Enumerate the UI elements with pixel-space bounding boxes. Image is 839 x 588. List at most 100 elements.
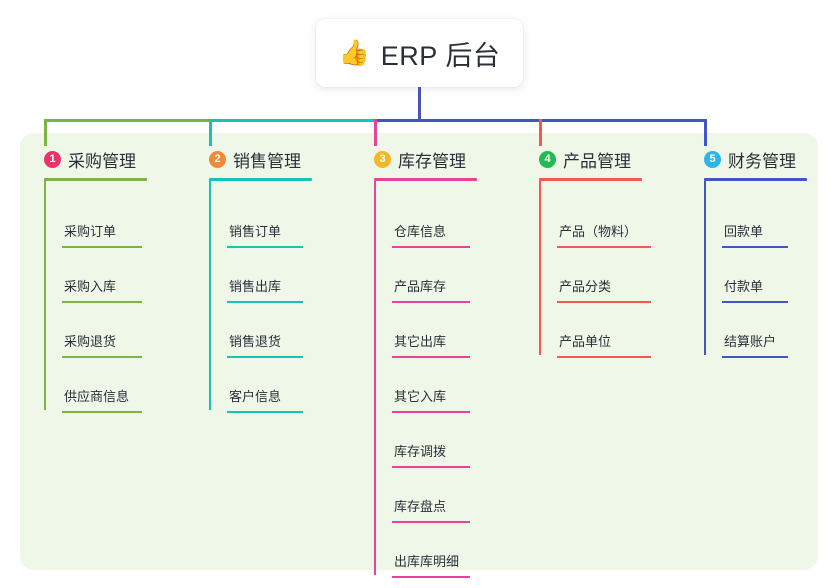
branch-title: 产品管理 xyxy=(563,151,631,171)
leaf-underline xyxy=(392,356,470,358)
leaf-label: 出库库明细 xyxy=(394,554,460,569)
leaf-label: 产品单位 xyxy=(559,334,612,349)
leaf-label: 库存调拨 xyxy=(394,444,447,459)
branch-number-badge: 4 xyxy=(539,150,556,168)
leaf-item[interactable]: 出库库明细 xyxy=(392,551,470,578)
leaf-label: 销售退货 xyxy=(229,334,282,349)
leaf-underline xyxy=(392,576,470,578)
leaf-item[interactable]: 产品（物料） xyxy=(557,221,651,248)
leaf-item[interactable]: 结算账户 xyxy=(722,331,788,358)
leaf-item[interactable]: 客户信息 xyxy=(227,386,303,413)
leaf-label: 客户信息 xyxy=(229,389,282,404)
root-stem-line xyxy=(417,87,421,122)
leaf-underline xyxy=(227,356,303,358)
leaf-item[interactable]: 供应商信息 xyxy=(62,386,142,413)
leaf-item[interactable]: 销售退货 xyxy=(227,331,303,358)
branch-underline xyxy=(374,178,477,181)
branch-spine-line xyxy=(209,181,211,410)
branch-spine-line xyxy=(704,181,706,355)
branch-header-1[interactable]: 1 采购管理 xyxy=(44,146,147,172)
branch-title: 财务管理 xyxy=(728,151,796,171)
leaf-item[interactable]: 采购入库 xyxy=(62,276,142,303)
leaf-underline xyxy=(62,301,142,303)
branches-background-panel xyxy=(20,133,818,570)
branch-header-5[interactable]: 5 财务管理 xyxy=(704,146,807,172)
leaf-label: 销售出库 xyxy=(229,279,282,294)
branch-number-badge: 2 xyxy=(209,150,226,168)
bus-segment-1 xyxy=(44,119,212,122)
leaf-underline xyxy=(557,356,651,358)
branch-title: 销售管理 xyxy=(233,151,301,171)
leaf-underline xyxy=(392,466,470,468)
root-node[interactable]: 👍 ERP 后台 xyxy=(316,19,523,87)
leaf-item[interactable]: 仓库信息 xyxy=(392,221,470,248)
branch-stem-2 xyxy=(209,119,212,146)
leaf-underline xyxy=(62,411,142,413)
branch-underline xyxy=(704,178,807,181)
leaf-label: 其它入库 xyxy=(394,389,447,404)
leaf-underline xyxy=(722,301,788,303)
branch-number-badge: 5 xyxy=(704,150,721,168)
leaf-label: 采购订单 xyxy=(64,224,117,239)
leaf-label: 仓库信息 xyxy=(394,224,447,239)
leaf-label: 产品库存 xyxy=(394,279,447,294)
branch-title: 库存管理 xyxy=(398,151,466,171)
leaf-underline xyxy=(392,246,470,248)
leaf-item[interactable]: 库存调拨 xyxy=(392,441,470,468)
leaf-item[interactable]: 库存盘点 xyxy=(392,496,470,523)
leaf-label: 产品分类 xyxy=(559,279,612,294)
leaf-item[interactable]: 采购退货 xyxy=(62,331,142,358)
leaf-label: 供应商信息 xyxy=(64,389,130,404)
leaf-underline xyxy=(392,521,470,523)
branch-库存管理: 3 库存管理仓库信息产品库存其它出库其它入库库存调拨库存盘点出库库明细 xyxy=(374,146,477,578)
bus-segment-3 xyxy=(374,119,542,122)
branch-underline xyxy=(209,178,312,181)
leaf-label: 产品（物料） xyxy=(559,224,638,239)
leaf-underline xyxy=(227,301,303,303)
leaf-item[interactable]: 回款单 xyxy=(722,221,788,248)
branch-产品管理: 4 产品管理产品（物料） 产品分类产品单位 xyxy=(539,146,651,358)
branch-stem-1 xyxy=(44,119,47,146)
leaf-item[interactable]: 付款单 xyxy=(722,276,788,303)
branch-销售管理: 2 销售管理销售订单销售出库销售退货客户信息 xyxy=(209,146,312,413)
leaf-label: 销售订单 xyxy=(229,224,282,239)
leaf-item[interactable]: 产品分类 xyxy=(557,276,651,303)
leaf-item[interactable]: 销售订单 xyxy=(227,221,303,248)
branch-header-2[interactable]: 2 销售管理 xyxy=(209,146,312,172)
leaf-item[interactable]: 销售出库 xyxy=(227,276,303,303)
branch-number-badge: 1 xyxy=(44,150,61,168)
leaf-underline xyxy=(557,301,651,303)
leaf-label: 结算账户 xyxy=(724,334,777,349)
branch-title: 采购管理 xyxy=(68,151,136,171)
leaf-item[interactable]: 其它出库 xyxy=(392,331,470,358)
leaf-item[interactable]: 采购订单 xyxy=(62,221,142,248)
leaf-label: 采购退货 xyxy=(64,334,117,349)
thumbs-up-icon: 👍 xyxy=(338,38,370,67)
leaf-item[interactable]: 产品单位 xyxy=(557,331,651,358)
branch-header-4[interactable]: 4 产品管理 xyxy=(539,146,642,172)
root-node-label: ERP 后台 xyxy=(380,40,501,71)
leaf-underline xyxy=(392,411,470,413)
leaf-item[interactable]: 其它入库 xyxy=(392,386,470,413)
leaf-underline xyxy=(392,301,470,303)
branch-采购管理: 1 采购管理采购订单采购入库采购退货供应商信息 xyxy=(44,146,147,413)
branch-spine-line xyxy=(539,181,541,355)
branch-stem-4 xyxy=(539,119,542,146)
branch-number-badge: 3 xyxy=(374,150,391,168)
leaf-label: 其它出库 xyxy=(394,334,447,349)
leaf-item[interactable]: 产品库存 xyxy=(392,276,470,303)
root-node-content: 👍 ERP 后台 xyxy=(339,34,501,73)
leaf-label: 采购入库 xyxy=(64,279,117,294)
branch-underline xyxy=(44,178,147,181)
branch-spine-line xyxy=(44,181,46,410)
bus-segment-2 xyxy=(209,119,377,122)
branch-stem-5 xyxy=(704,119,707,146)
branch-underline xyxy=(539,178,642,181)
branch-stem-3 xyxy=(374,119,377,146)
leaf-label: 库存盘点 xyxy=(394,499,447,514)
branch-header-3[interactable]: 3 库存管理 xyxy=(374,146,477,172)
leaf-underline xyxy=(227,246,303,248)
leaf-underline xyxy=(227,411,303,413)
branch-财务管理: 5 财务管理回款单付款单结算账户 xyxy=(704,146,807,358)
